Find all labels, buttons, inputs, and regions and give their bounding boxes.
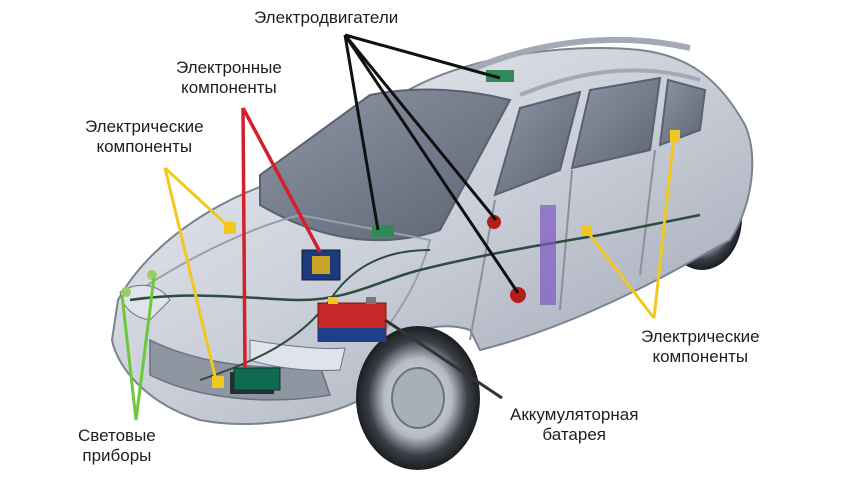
- mirror-motor: [487, 215, 501, 229]
- lights-leader-lines: [120, 277, 156, 421]
- label-motors: Электродвигатели: [254, 8, 399, 27]
- motors-leader-lines: [343, 33, 520, 294]
- front-wheel: [356, 326, 480, 470]
- electric-leader-lines: [163, 135, 676, 381]
- headlight-2: [147, 270, 157, 280]
- battery-icon: [317, 297, 387, 342]
- window-motor: [510, 287, 526, 303]
- electric-component-4: [670, 130, 680, 142]
- wiper-motor: [372, 225, 394, 237]
- battery-leader-line: [384, 318, 503, 400]
- rear-side-window: [570, 76, 662, 170]
- front-side-window: [493, 90, 582, 197]
- window-regulator: [540, 205, 556, 305]
- electronic-leader-lines: [241, 107, 322, 369]
- front-module: [233, 367, 281, 391]
- roof-motor: [486, 70, 514, 82]
- headlight-1: [121, 287, 131, 297]
- electric-component-2: [212, 376, 224, 388]
- quarter-window: [658, 78, 707, 147]
- wiring-harness: [129, 213, 701, 302]
